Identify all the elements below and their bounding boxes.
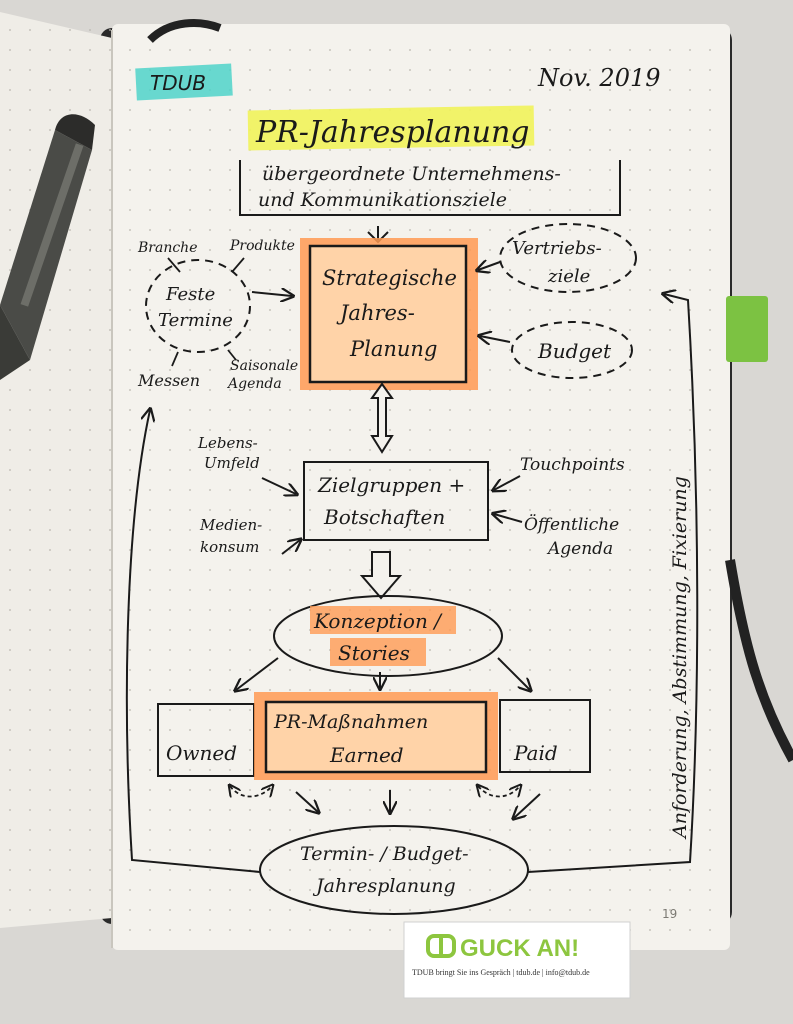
budget-label: Budget (537, 339, 612, 363)
lebens-label: Lebens- (197, 434, 258, 452)
title-highlight (247, 105, 535, 151)
zielgruppen-line2: Botschaften (323, 505, 445, 529)
budget-ellipse (511, 321, 633, 379)
arrow-paid-down (514, 793, 541, 818)
konzeption-label: Konzeption / (313, 609, 443, 633)
stories-label: Stories (338, 641, 410, 665)
vertriebsziele-ellipse (499, 223, 637, 293)
saisonale-line (227, 349, 237, 361)
feste-termine-ellipse (145, 259, 251, 353)
strategy-line1: Strategische (322, 266, 457, 290)
termin-budget-line2: Jahresplanung (312, 875, 456, 897)
zielgruppen-box (303, 461, 489, 541)
arrow-to-paid (497, 657, 530, 690)
stories-highlight (330, 638, 426, 666)
arrow-touchpoints (494, 475, 521, 490)
arrow-to-owned (236, 657, 279, 690)
elastic-strap (725, 559, 793, 763)
guck-an-logo-icon (426, 934, 456, 958)
paid-box (499, 699, 591, 773)
termine-label: Termine (158, 310, 233, 331)
messen-line (171, 351, 179, 367)
top-goals-line2: und Kommunikationsziele (258, 189, 507, 211)
dashed-arrow-right (478, 786, 520, 797)
pr-massnahmen-label: PR-Maßnahmen (273, 711, 428, 733)
konzeption-highlight (310, 606, 456, 634)
branche-label: Branche (137, 240, 198, 256)
medien-label: Medien- (199, 516, 262, 534)
zielgruppen-line1: Zielgruppen + (317, 473, 465, 497)
arrow-oeffentliche (494, 514, 523, 522)
touchpoints-label: Touchpoints (520, 455, 625, 475)
ribbon (147, 19, 222, 43)
agenda-label: Agenda (226, 376, 282, 392)
arrow-budget-to-strategy (480, 336, 511, 342)
produkte-line (231, 257, 245, 273)
owned-label: Owned (166, 741, 237, 765)
arrow-owned-down (295, 791, 318, 812)
ziele-label: ziele (547, 266, 590, 287)
top-goals-line1: übergeordnete Unternehmens- (262, 163, 561, 185)
pen (0, 114, 95, 380)
messen-label: Messen (137, 371, 200, 390)
pr-box (264, 700, 488, 774)
termin-budget-ellipse (259, 825, 529, 915)
double-arrow (370, 382, 394, 454)
strategy-line3: Planung (349, 337, 437, 361)
feste-label: Feste (165, 284, 215, 305)
bookmark-tab (726, 296, 768, 362)
earned-label: Earned (329, 743, 404, 767)
dashed-arrow-left (230, 786, 272, 797)
card-brand: GUCK AN! (460, 935, 579, 962)
side-text: Anforderung, Abstimmung, Fixierung (669, 476, 691, 840)
strategy-box (308, 244, 468, 384)
card-tagline: TDUB bringt Sie ins Gespräch | tdub.de |… (412, 968, 590, 977)
tdub-highlight (135, 63, 233, 101)
loop-right (527, 294, 699, 873)
strategy-line2: Jahres- (336, 301, 415, 325)
top-goals-box (239, 160, 621, 216)
konsum-label: konsum (200, 538, 259, 556)
arrow-lebens (261, 477, 296, 494)
agenda2-label: Agenda (546, 539, 613, 559)
saisonale-label: Saisonale (230, 358, 298, 374)
produkte-label: Produkte (229, 238, 295, 254)
date-label: Nov. 2019 (537, 64, 661, 92)
paid-label: Paid (513, 741, 558, 765)
konzeption-ellipse (273, 595, 503, 677)
arrow-vertrieb-to-strategy (478, 262, 501, 270)
hollow-arrow-down (359, 551, 403, 600)
oeffentliche-label: Öffentliche (524, 514, 619, 535)
umfeld-label: Umfeld (204, 454, 260, 472)
tdub-tag: TDUB (150, 71, 206, 95)
arrow-feste-to-strategy (251, 292, 292, 296)
page-number: 19 (662, 907, 677, 921)
termin-budget-line1: Termin- / Budget- (300, 843, 469, 865)
branche-line (167, 257, 181, 273)
page-title: PR-Jahresplanung (255, 115, 530, 150)
arrow-medien (281, 540, 300, 555)
vertriebs-label: Vertriebs- (512, 238, 602, 259)
loop-left (125, 410, 261, 873)
